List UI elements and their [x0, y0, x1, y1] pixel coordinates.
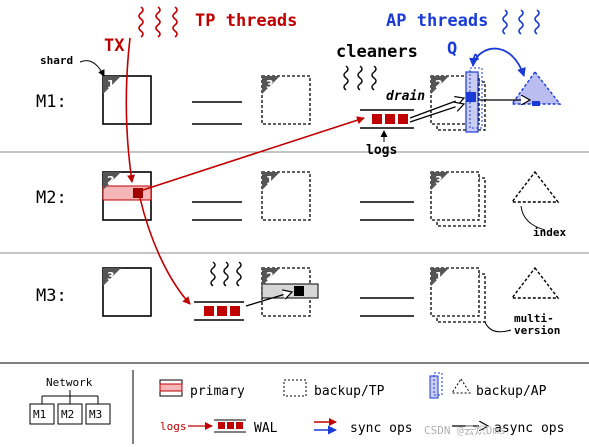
legend-logs-label: logs: [160, 420, 187, 433]
ap-threads-label: AP threads: [386, 11, 488, 31]
drain-arrow-2: [409, 104, 464, 123]
svg-text:1: 1: [266, 174, 274, 187]
index-label: index: [533, 226, 566, 239]
legend-sync-ops-icon: [314, 418, 337, 435]
m3-apply-arrow: [245, 292, 292, 307]
tx-arrow-to-m3: [139, 197, 191, 305]
legend-backup-ap-label: backup/AP: [476, 384, 547, 399]
svg-text:1: 1: [435, 270, 443, 283]
shard-label: shard: [40, 54, 73, 67]
legend-backup-tp-icon: [283, 379, 307, 397]
m1-ap-column-store: [465, 67, 483, 133]
svg-text:3: 3: [107, 270, 115, 283]
tx-arrow-to-m1-log: [142, 116, 365, 191]
m3-primary-shard: 3: [102, 267, 152, 317]
m3-wal-log: [194, 301, 244, 321]
m2-empty-wal: [192, 201, 242, 221]
legend-wal-label: WAL: [254, 421, 278, 436]
svg-text:M3: M3: [89, 408, 102, 421]
svg-text:M2: M2: [61, 408, 74, 421]
legend-wal-icon: [214, 419, 246, 433]
m2-empty-log: [360, 201, 414, 221]
m2-backup-tp-shard-2: 3: [430, 171, 486, 227]
svg-text:M1: M1: [33, 408, 46, 421]
svg-text:2: 2: [266, 270, 274, 283]
svg-text:2: 2: [435, 78, 443, 91]
multi-version-label-2: version: [514, 324, 560, 337]
legend-primary-label: primary: [190, 384, 245, 399]
drain-arrow-1: [409, 98, 464, 119]
m2-backup-tp-shard: 1: [261, 171, 311, 221]
m3-tp-squiggles: [210, 261, 242, 287]
q-arrow-to-column: [469, 53, 479, 67]
network-node-m1: M1: [29, 403, 55, 425]
q-arrow-to-index: [473, 47, 526, 77]
network-tree: [41, 390, 99, 404]
network-node-m2: M2: [57, 403, 83, 425]
tx-arrow-to-m2: [125, 37, 135, 183]
tx-label: TX: [104, 36, 125, 56]
m1-ap-index: [510, 70, 562, 106]
drain-label: drain: [386, 89, 425, 104]
q-label: Q: [447, 39, 457, 59]
m1-empty-wal: [192, 101, 242, 125]
legend-primary-icon: [159, 379, 183, 397]
m2-ap-index: [510, 170, 560, 203]
m1-backup-tp-shard: 3: [261, 75, 311, 125]
network-label: Network: [46, 376, 93, 389]
tp-threads-squiggles: [138, 6, 178, 38]
network-node-m3: M3: [85, 403, 111, 425]
row-label-m2: M2:: [36, 188, 67, 208]
m3-empty-log: [360, 297, 414, 317]
tp-threads-label: TP threads: [195, 11, 297, 31]
svg-text:2: 2: [107, 174, 115, 187]
multi-version-label-1: multi-: [514, 312, 554, 325]
row-label-m1: M1:: [36, 92, 67, 112]
multi-version-pointer: [484, 321, 512, 333]
index-pointer: [520, 205, 546, 231]
ap-threads-squiggles: [502, 9, 540, 35]
m3-backup-tp-shard-2: 1: [430, 267, 486, 323]
m1-wal-log: [360, 109, 414, 129]
row-label-m3: M3:: [36, 286, 67, 306]
shard-pointer: [79, 60, 105, 77]
legend-backup-ap-icon: [429, 372, 471, 399]
cleaners-label: cleaners: [336, 42, 418, 62]
cleaners-squiggles: [343, 65, 377, 91]
svg-text:3: 3: [435, 174, 443, 187]
svg-text:1: 1: [107, 78, 115, 91]
legend-backup-tp-label: backup/TP: [314, 384, 385, 399]
legend-sync-ops-label: sync ops: [350, 421, 413, 436]
legend-async-ops-label: async ops: [494, 421, 564, 436]
m3-ap-index: [510, 266, 560, 299]
logs-label: logs: [366, 143, 397, 158]
watermark: CSDN @云炽Dms: [424, 424, 506, 437]
svg-text:3: 3: [266, 78, 274, 91]
